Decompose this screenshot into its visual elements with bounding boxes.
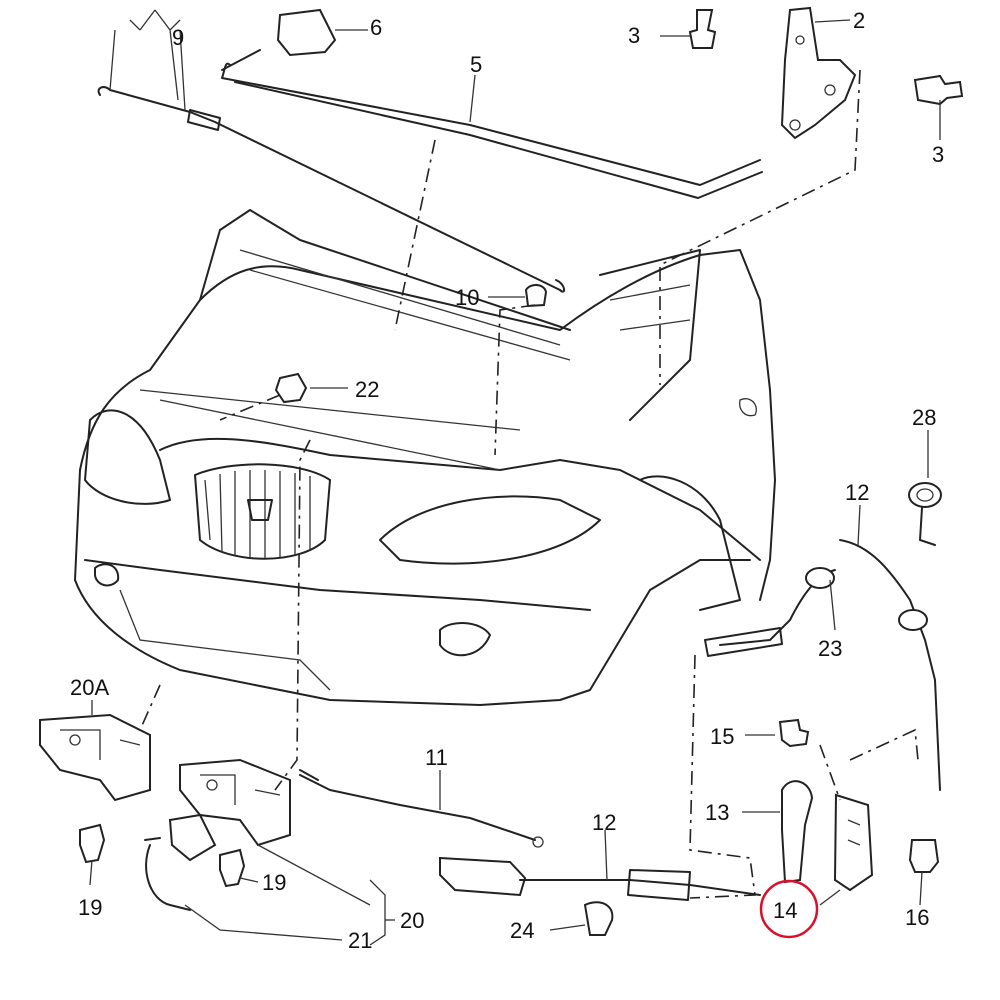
hood-seal-strip [221, 49, 763, 199]
part-12-release-handle [439, 856, 761, 901]
label-part-15: 15 [710, 724, 734, 749]
part-22-nut [274, 372, 308, 404]
label-part-20a: 20A [70, 675, 109, 700]
part-3-bolt-right [913, 74, 964, 106]
part-2-hood-hinge [780, 6, 857, 140]
label-part-10: 10 [455, 285, 479, 310]
part-15-bolt [778, 718, 810, 748]
part-14-lock-unit [833, 793, 874, 892]
car-front-outline [74, 209, 776, 706]
part-3-bolt-top [688, 9, 717, 49]
part-11-bowden-cable [299, 769, 544, 848]
label-part-9: 9 [172, 25, 184, 50]
leader-lines [89, 9, 941, 946]
label-part-19-left: 19 [78, 895, 102, 920]
label-part-19-right: 19 [262, 870, 286, 895]
label-part-22: 22 [355, 377, 379, 402]
highlight-circle [759, 879, 819, 939]
part-10-buffer [524, 284, 548, 308]
label-part-21: 21 [348, 928, 372, 953]
label-part-11: 11 [425, 745, 448, 770]
label-part-12-right: 12 [845, 480, 869, 505]
part-12-release-cable-right [704, 539, 941, 791]
label-part-20: 20 [400, 908, 424, 933]
part-19-bolt-right [219, 848, 246, 888]
part-20a-lock [39, 713, 151, 802]
label-part-13: 13 [705, 800, 729, 825]
label-part-28: 28 [912, 405, 936, 430]
label-part-24: 24 [510, 918, 534, 943]
label-part-14: 14 [773, 898, 797, 923]
label-part-23: 23 [818, 636, 842, 661]
label-part-6: 6 [370, 15, 382, 40]
dashed-connector-lines [139, 69, 919, 899]
part-24-clip [583, 901, 614, 936]
label-part-12-bottom: 12 [592, 810, 616, 835]
label-part-5: 5 [470, 52, 482, 77]
label-part-2: 2 [853, 8, 865, 33]
part-labels: 9 6 5 3 2 3 10 22 28 12 23 15 13 16 14 2… [70, 8, 944, 953]
part-28-grommet [908, 482, 942, 546]
part-19-bolt-left [79, 823, 106, 864]
part-16-clip [908, 839, 940, 873]
part-9-support-rod [97, 86, 566, 293]
part-21-switch-wire [144, 813, 217, 911]
part-13-release-lever [781, 780, 814, 884]
label-part-3-top: 3 [628, 23, 640, 48]
part-6-cap [276, 8, 337, 57]
label-part-3-right: 3 [932, 142, 944, 167]
label-part-16: 16 [905, 905, 929, 930]
